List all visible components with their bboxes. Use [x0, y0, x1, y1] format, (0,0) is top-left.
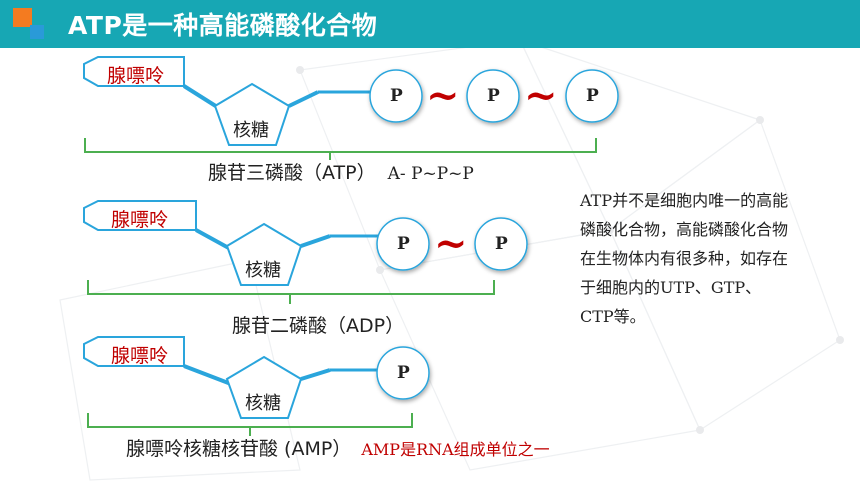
adp-ribose-label: 核糖: [245, 260, 281, 281]
adp-tilde: ~: [434, 220, 468, 267]
amp-base-sugar-bond: [183, 364, 232, 386]
adp-phosphate-circle-1: [376, 217, 430, 271]
atp-adenine-label: 腺嘌呤: [107, 65, 165, 87]
adp-sugar-phosphate-bond-1: [300, 234, 331, 248]
atp-bracket: [84, 138, 597, 153]
adp-adenine-label: 腺嘌呤: [111, 209, 169, 231]
amp-adenine-label: 腺嘌呤: [111, 345, 169, 367]
atp-caption-formula: A- P~P~P: [387, 164, 474, 184]
adp-phosphate-1-label: P: [397, 234, 410, 254]
side-note: ATP并不是细胞内唯一的高能磷酸化合物，高能磷酸化合物在生物体内有很多种，如存在…: [580, 191, 789, 326]
atp-phosphate-circle-2: [466, 69, 520, 123]
atp-molecule: [83, 56, 619, 160]
atp-phosphate-circle-1: [369, 69, 423, 123]
title-bar: [0, 0, 860, 48]
amp-caption-note: AMP是RNA组成单位之一: [361, 440, 550, 459]
amp-molecule: [83, 336, 430, 436]
atp-caption: 腺苷三磷酸（ATP） A- P~P~P: [208, 158, 474, 185]
amp-sugar-phosphate-bond-1: [300, 368, 331, 381]
adp-phosphate-circle-2: [474, 217, 528, 271]
atp-ribose-label: 核糖: [233, 120, 269, 141]
adp-phosphate-2-label: P: [495, 234, 508, 254]
amp-caption-name: 腺嘌呤核糖核苷酸 (AMP）: [126, 438, 352, 460]
amp-caption: 腺嘌呤核糖核苷酸 (AMP） AMP是RNA组成单位之一: [126, 434, 550, 461]
page-title: ATP是一种高能磷酸化合物: [68, 11, 378, 40]
amp-phosphate-label: P: [397, 363, 410, 383]
atp-phosphate-3-label: P: [586, 86, 599, 106]
atp-phosphate-circle-3: [565, 69, 619, 123]
logo-orange-square: [13, 8, 32, 27]
amp-ribose-label: 核糖: [245, 393, 281, 414]
adp-bracket: [87, 280, 495, 295]
amp-phosphate-circle: [376, 346, 430, 400]
atp-sugar-phosphate-bond-1: [288, 90, 319, 108]
atp-caption-name: 腺苷三磷酸（ATP）: [208, 162, 376, 184]
adp-ribose-pentagon: [225, 222, 303, 286]
atp-tilde-1: ~: [426, 72, 460, 119]
amp-ribose-pentagon: [225, 355, 303, 419]
atp-ribose-pentagon: [213, 82, 291, 146]
adp-molecule: [83, 200, 528, 304]
atp-phosphate-2-label: P: [487, 86, 500, 106]
adp-caption: 腺苷二磷酸（ADP）: [232, 315, 405, 337]
logo-blue-square: [30, 25, 44, 39]
atp-phosphate-1-label: P: [390, 86, 403, 106]
atp-tilde-2: ~: [524, 72, 558, 119]
